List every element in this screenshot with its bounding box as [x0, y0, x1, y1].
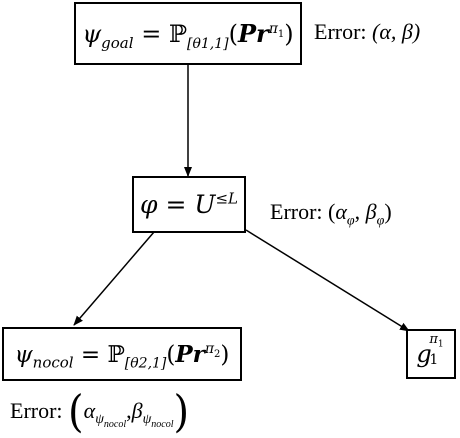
phi-error-label: Error:: [270, 199, 323, 224]
node-g: g π1 1: [406, 329, 456, 379]
goal-formula: ψgoal = ℙ[θ1,1](Prπ1): [82, 19, 294, 52]
goal-error: Error: (α, β): [314, 19, 420, 45]
nocol-error-label: Error:: [10, 398, 63, 423]
goal-error-label: Error:: [314, 19, 367, 44]
nocol-formula: ψnocol = ℙ[θ2,1](Prπ2): [14, 340, 230, 372]
phi-error: Error: (αφ, βφ): [270, 199, 392, 229]
phi-error-value: (αφ, βφ): [328, 199, 392, 229]
nocol-error-value: (αψnocol,βψnocol): [68, 386, 190, 438]
nocol-error: Error: (αψnocol,βψnocol): [10, 386, 190, 438]
node-phi: φ = U≤L: [132, 176, 246, 233]
goal-error-value: (α, β): [372, 19, 421, 44]
g-formula: g π1 1: [416, 332, 444, 368]
node-nocol: ψnocol = ℙ[θ2,1](Prπ2): [2, 327, 242, 381]
node-goal: ψgoal = ℙ[θ1,1](Prπ1): [74, 2, 302, 65]
edge-phi-to-nocol: [73, 231, 155, 326]
phi-formula: φ = U≤L: [140, 189, 238, 219]
edge-phi-to-g: [245, 229, 410, 332]
